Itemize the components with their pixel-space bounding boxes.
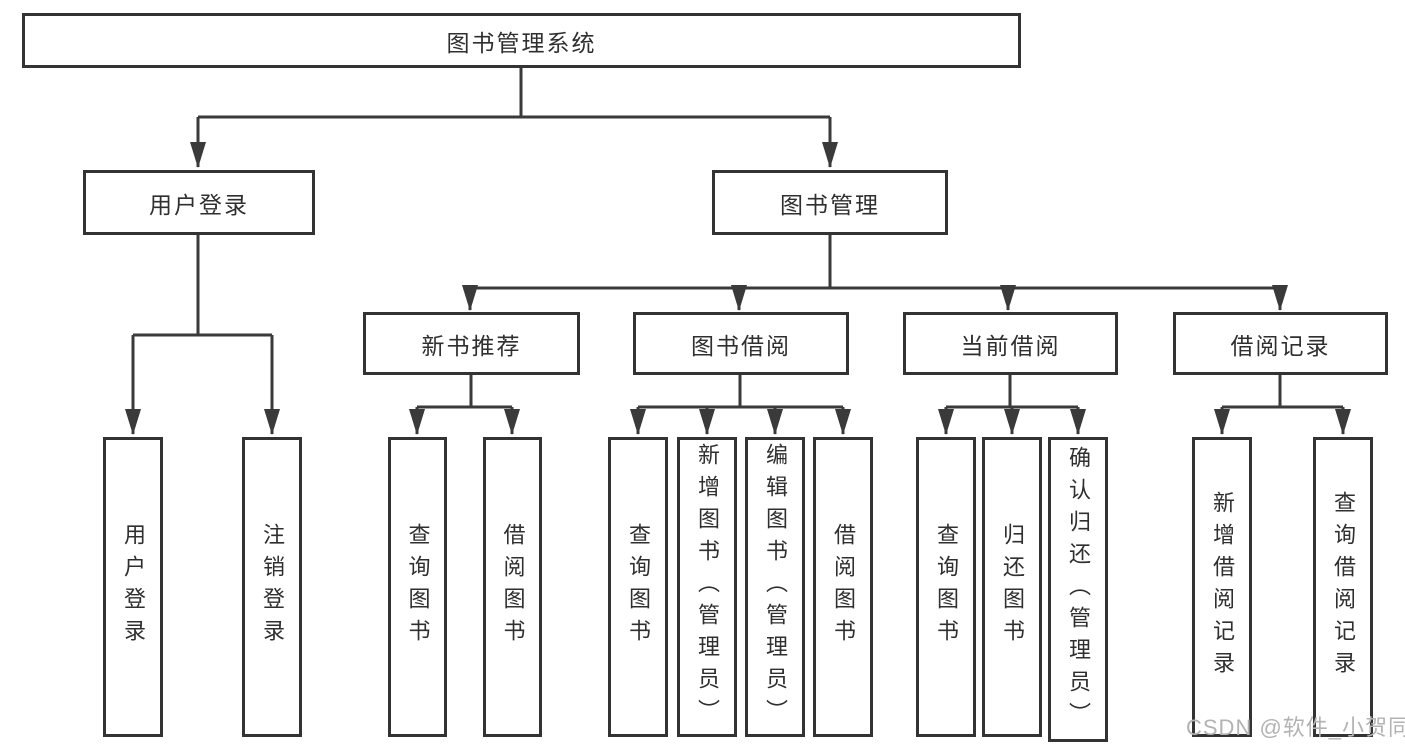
node-add-books-admin: 新增图书（管理员） bbox=[677, 437, 737, 737]
node-logout: 注销登录 bbox=[242, 437, 302, 737]
node-new-book-recommend: 新书推荐 bbox=[363, 312, 580, 375]
node-label: 新增借阅记录 bbox=[1210, 491, 1235, 683]
node-label: 编辑图书（管理员） bbox=[763, 443, 788, 731]
node-label: 归还图书 bbox=[1000, 523, 1025, 651]
node-query-books-current: 查询图书 bbox=[916, 437, 976, 737]
node-label: 借阅记录 bbox=[1230, 332, 1331, 359]
node-label: 查询图书 bbox=[405, 523, 431, 651]
node-query-books-recommend: 查询图书 bbox=[388, 437, 447, 737]
node-book-management: 图书管理 bbox=[712, 170, 948, 235]
node-edit-books-admin: 编辑图书（管理员） bbox=[745, 437, 805, 737]
node-library-management-system: 图书管理系统 bbox=[22, 13, 1021, 68]
node-label: 查询借阅记录 bbox=[1331, 491, 1356, 683]
node-label: 图书借阅 bbox=[691, 332, 791, 359]
node-label: 图书管理 bbox=[780, 191, 880, 218]
node-label: 查询图书 bbox=[626, 523, 651, 651]
node-query-books-borrowing: 查询图书 bbox=[608, 437, 668, 737]
csdn-watermark: CSDN @软件_小贺同学 bbox=[1186, 715, 1405, 740]
node-label: 新增图书（管理员） bbox=[695, 443, 720, 731]
node-label: 用户登录 bbox=[121, 523, 146, 651]
node-label: 借阅图书 bbox=[500, 523, 526, 651]
node-borrow-books-recommend: 借阅图书 bbox=[483, 437, 542, 737]
node-borrowing-records: 借阅记录 bbox=[1173, 312, 1388, 375]
node-label: 图书管理系统 bbox=[446, 29, 597, 56]
node-user-login: 用户登录 bbox=[83, 170, 315, 235]
node-current-borrowing: 当前借阅 bbox=[903, 312, 1118, 375]
node-label: 新书推荐 bbox=[421, 332, 522, 359]
node-label: 借阅图书 bbox=[831, 523, 856, 651]
node-label: 确认归还（管理员） bbox=[1066, 445, 1091, 734]
node-label: 查询图书 bbox=[934, 523, 959, 651]
node-book-borrowing: 图书借阅 bbox=[633, 312, 849, 375]
node-borrow-books-borrowing: 借阅图书 bbox=[813, 437, 873, 737]
node-query-borrow-record: 查询借阅记录 bbox=[1313, 437, 1373, 737]
node-user-login-leaf: 用户登录 bbox=[103, 437, 163, 737]
node-confirm-return-admin: 确认归还（管理员） bbox=[1048, 437, 1108, 742]
node-add-borrow-record: 新增借阅记录 bbox=[1192, 437, 1252, 737]
node-label: 用户登录 bbox=[149, 191, 249, 218]
node-label: 当前借阅 bbox=[960, 332, 1061, 359]
node-label: 注销登录 bbox=[260, 523, 285, 651]
node-return-books: 归还图书 bbox=[982, 437, 1042, 737]
